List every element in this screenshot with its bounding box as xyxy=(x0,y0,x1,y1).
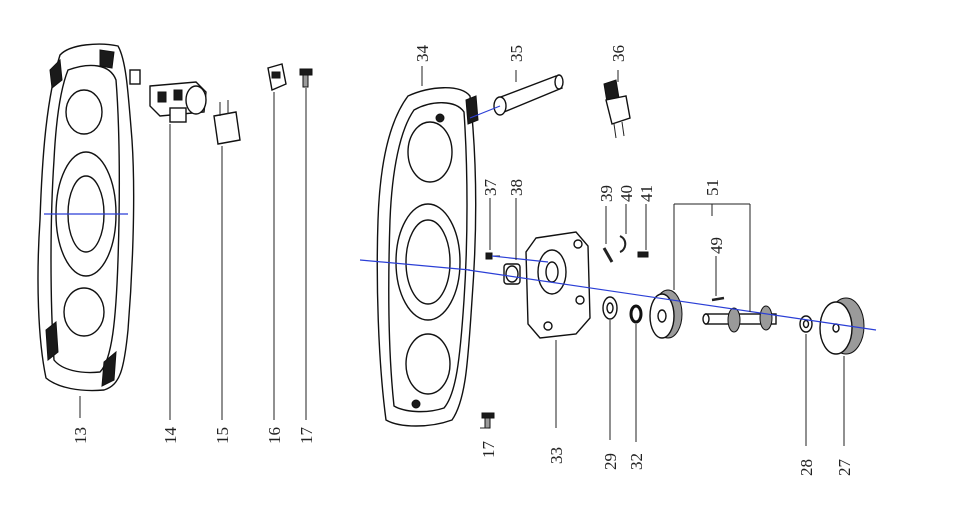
part-51-shaft xyxy=(702,305,777,333)
callout-17-top: 17 xyxy=(297,427,316,445)
callout-33: 33 xyxy=(547,447,566,464)
part-41-screw xyxy=(637,251,649,258)
part-40-spring-clip xyxy=(619,235,627,253)
callout-51: 51 xyxy=(703,179,722,196)
axis-gear-train xyxy=(467,269,877,331)
callout-15: 15 xyxy=(213,427,232,444)
part-13-housing-cover xyxy=(37,43,141,392)
axis-main-housing xyxy=(359,259,471,271)
part-15-capacitor xyxy=(213,100,241,145)
part-49-key xyxy=(711,296,725,302)
part-29-washer xyxy=(602,296,618,320)
callout-29: 29 xyxy=(601,453,620,470)
part-51-gear xyxy=(649,289,683,339)
part-33-gear-cover xyxy=(525,231,591,339)
part-35-handle xyxy=(493,74,564,116)
callout-16: 16 xyxy=(265,427,284,444)
part-14-switch xyxy=(149,81,207,123)
part-32-ring xyxy=(629,304,643,324)
part-28-nut xyxy=(799,315,813,333)
callout-17-bottom: 17 xyxy=(479,441,498,459)
part-17-screw-bottom xyxy=(481,412,495,429)
part-16-cord-clamp xyxy=(267,63,287,91)
part-39-pin xyxy=(602,247,614,263)
part-27-knob xyxy=(819,297,865,355)
callout-28: 28 xyxy=(797,459,816,476)
callout-38: 38 xyxy=(507,179,526,196)
callout-34: 34 xyxy=(413,45,432,63)
callout-32: 32 xyxy=(627,453,646,470)
callout-14: 14 xyxy=(161,427,180,445)
callout-35: 35 xyxy=(507,45,526,62)
callout-36: 36 xyxy=(609,45,628,62)
callout-37: 37 xyxy=(481,179,500,197)
part-17-screw-top xyxy=(299,68,313,88)
callout-13: 13 xyxy=(71,427,90,444)
part-38-bushing xyxy=(503,263,521,285)
part-34-main-housing xyxy=(376,87,479,427)
callout-40: 40 xyxy=(617,185,636,202)
part-36-power-cord xyxy=(603,79,631,139)
callout-41: 41 xyxy=(637,185,656,202)
axis-handle xyxy=(469,105,501,119)
leader-lines xyxy=(79,66,845,446)
callout-27: 27 xyxy=(835,459,854,477)
axis-screw-37 xyxy=(491,255,549,263)
callout-49: 49 xyxy=(707,237,726,254)
callout-39: 39 xyxy=(597,185,616,202)
